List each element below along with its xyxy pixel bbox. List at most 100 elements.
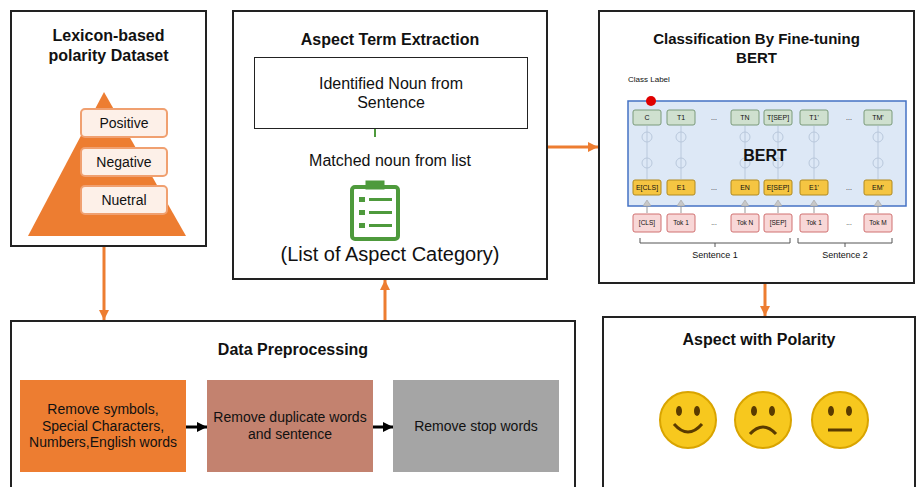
input-arrow-line [778,206,779,213]
attention-node [676,132,686,142]
token-label: ... [700,214,728,232]
input-arrow-line [647,206,648,213]
box-text: Negative [96,154,151,171]
class-label: Class Label [628,76,674,85]
token-label: ... [700,110,728,125]
attention-node [642,158,652,168]
attention-node [809,132,819,142]
process-box: Remove symbols, Special Characters, Numb… [20,380,186,472]
flow-arrow [186,426,207,429]
list-icon [352,181,398,239]
embedding-box [633,180,661,195]
attention-node [873,132,883,142]
process-box: Positive [80,108,168,138]
input-arrow [677,200,685,206]
output-token-box [864,110,892,125]
token-label: E[CLS] [633,180,661,195]
attention-line [647,126,648,179]
attention-line [878,126,879,179]
leader-line [374,129,376,137]
panel-box: Aspect with Polarity [602,316,916,487]
token-label: C [633,110,661,125]
box-text: Remove duplicate words and sentence [212,409,368,443]
token-label: ... [835,214,863,232]
token-label: T[SEP] [764,110,792,125]
output-token-box [800,110,828,125]
token-label: [SEP] [764,214,792,232]
attention-node [809,158,819,168]
input-token-box [731,214,759,232]
output-token-box [667,110,695,125]
token-label: Tok M [864,214,892,232]
panel-title: Classification By Fine-tuning BERT [632,30,882,68]
panel-box: Lexicon-based polarity DatasetPositiveNe… [10,10,207,247]
token-label: TN [731,110,759,125]
attention-node [676,158,686,168]
attention-node [740,132,750,142]
box-text: Remove symbols, Special Characters, Numb… [25,401,181,451]
token-label: ... [835,110,863,125]
flow-arrow [764,284,767,316]
segment-label: Sentence 2 [805,249,885,261]
bert-figure [628,96,906,247]
embedding-box [864,180,892,195]
token-label: T1' [800,110,828,125]
embedding-box [667,180,695,195]
input-arrow [810,200,818,206]
input-arrow [643,200,651,206]
output-token-box [731,110,759,125]
token-label: Tok 1 [667,214,695,232]
input-token-box [864,214,892,232]
panel-text: Matched noun from list [240,151,540,171]
token-label: Tok 1 [800,214,828,232]
token-label: [CLS] [633,214,661,232]
attention-line [681,126,682,179]
process-box: Nuetral [80,185,168,215]
token-label: ... [835,180,863,195]
flow-arrow [384,280,387,320]
input-token-box [633,214,661,232]
attention-node [773,132,783,142]
pyramid [28,92,186,236]
panel-title: Aspect with Polarity [614,330,904,350]
input-arrow [741,200,749,206]
attention-node [642,132,652,142]
process-box: Remove duplicate words and sentence [207,380,373,472]
token-label: TM' [864,110,892,125]
input-arrow [774,200,782,206]
box-text: Nuetral [101,192,146,209]
input-arrow-line [814,206,815,213]
panel-title: Aspect Term Extraction [240,30,540,50]
flow-arrow [373,426,393,429]
input-arrow [874,200,882,206]
box-text: Positive [99,115,148,132]
panel-title: Data Preprocessing [43,340,543,360]
token-label: T1 [667,110,695,125]
panel-text: (List of Aspect Category) [237,242,543,267]
embedding-box [764,180,792,195]
token-label: EN [731,180,759,195]
token-label: Tok N [731,214,759,232]
input-arrow-line [745,206,746,213]
flow-arrow [548,146,598,149]
process-box: Negative [80,147,168,177]
token-label: ... [700,180,728,195]
embedding-box [800,180,828,195]
attention-line [814,126,815,179]
token-label: E1' [800,180,828,195]
panel-box: Data PreprocessingRemove symbols, Specia… [10,320,576,487]
process-box: Identified Noun from Sentence [254,57,528,129]
box-text: Identified Noun from Sentence [296,74,486,112]
input-token-box [800,214,828,232]
segment-label: Sentence 1 [675,249,755,261]
panel-title: Lexicon-based polarity Dataset [24,26,194,66]
output-token-box [633,110,661,125]
token-label: EM' [864,180,892,195]
panel-box: Aspect Term ExtractionMatched noun from … [232,10,548,280]
input-arrow-line [878,206,879,213]
output-token-box [764,110,792,125]
input-token-box [667,214,695,232]
